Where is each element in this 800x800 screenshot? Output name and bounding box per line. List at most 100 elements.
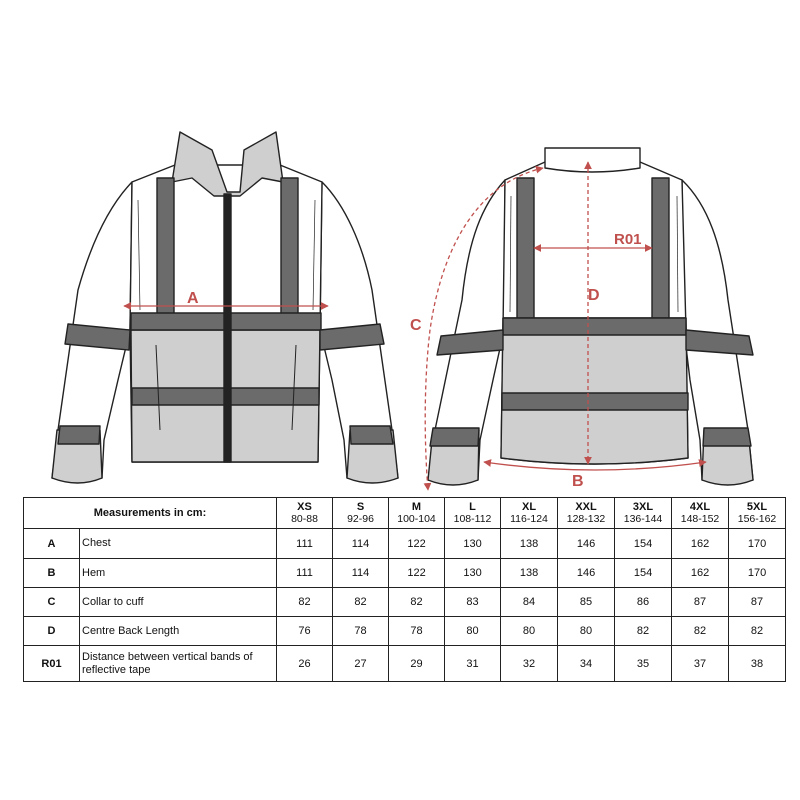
measurement-value: 32 — [500, 645, 559, 682]
measurement-description: Hem — [78, 558, 278, 588]
size-label: 5XL — [746, 501, 768, 513]
measurement-value: 80 — [500, 616, 559, 646]
measurement-code: A — [23, 528, 80, 559]
measurement-value: 76 — [276, 616, 334, 646]
front-right-sleeve-upper-tape — [319, 323, 385, 351]
back-collar — [544, 147, 641, 173]
measurement-value: 26 — [276, 645, 334, 682]
measurement-value: 162 — [671, 558, 730, 588]
measurement-value: 78 — [388, 616, 446, 646]
jacket-front — [51, 131, 399, 484]
measurement-value: 146 — [557, 558, 616, 588]
measurement-code: C — [23, 587, 80, 617]
size-range: 80-88 — [291, 513, 318, 525]
measurement-description: Distance between vertical bands of refle… — [78, 645, 278, 682]
measurement-value: 154 — [614, 558, 673, 588]
label-b: B — [572, 473, 584, 490]
measurement-value: 170 — [728, 558, 787, 588]
measurement-value: 82 — [388, 587, 446, 617]
measurement-value: 27 — [332, 645, 390, 682]
measurement-code: R01 — [23, 645, 80, 682]
back-right-sleeve-lower-tape — [702, 427, 752, 447]
label-d: D — [588, 287, 600, 304]
label-c: C — [410, 317, 422, 334]
front-left-brace-tape — [156, 177, 175, 316]
measurement-value: 170 — [728, 528, 787, 559]
back-left-brace-tape — [516, 177, 535, 319]
measurement-value: 138 — [500, 528, 559, 559]
label-r01: R01 — [614, 231, 642, 248]
jacket-back — [427, 147, 754, 486]
measurement-value: 154 — [614, 528, 673, 559]
front-right-brace-tape — [280, 177, 299, 316]
back-right-sleeve-upper-tape — [685, 329, 754, 356]
measurement-value: 122 — [388, 558, 446, 588]
measurement-value: 34 — [557, 645, 616, 682]
measurement-value: 146 — [557, 528, 616, 559]
measurement-value: 37 — [671, 645, 730, 682]
back-left-sleeve-lower-tape — [429, 427, 480, 447]
measurement-value: 82 — [671, 616, 730, 646]
measurement-value: 85 — [557, 587, 616, 617]
measurement-code: B — [23, 558, 80, 588]
measurement-value: 82 — [728, 616, 787, 646]
table-header-title: Measurements in cm: — [22, 497, 278, 529]
measurement-description: Collar to cuff — [78, 587, 278, 617]
back-waist-tape — [502, 317, 687, 336]
measurement-value: 78 — [332, 616, 390, 646]
measurement-value: 38 — [728, 645, 787, 682]
size-range: 148-152 — [680, 513, 720, 525]
size-range: 136-144 — [623, 513, 663, 525]
size-label: 4XL — [689, 501, 711, 513]
measurement-value: 82 — [276, 587, 334, 617]
measurement-description: Centre Back Length — [78, 616, 278, 646]
back-hem-tape — [501, 392, 689, 411]
size-range: 100-104 — [397, 513, 436, 525]
back-right-brace-tape — [651, 177, 670, 319]
measurement-value: 86 — [614, 587, 673, 617]
measurement-value: 162 — [671, 528, 730, 559]
measurement-value: 87 — [728, 587, 787, 617]
measurement-value: 82 — [332, 587, 390, 617]
jacket-diagram: A C D R01 B — [51, 131, 754, 491]
size-label: XXL — [575, 501, 597, 513]
front-right-sleeve-lower-tape — [349, 425, 394, 445]
size-label: S — [356, 501, 365, 513]
measurement-value: 31 — [444, 645, 502, 682]
measurement-value: 87 — [671, 587, 730, 617]
measurement-value: 83 — [444, 587, 502, 617]
back-left-sleeve-upper-tape — [436, 329, 504, 356]
front-left-sleeve-lower-tape — [57, 425, 101, 445]
measurement-value: 138 — [500, 558, 559, 588]
measurement-code: D — [23, 616, 80, 646]
label-a: A — [187, 290, 199, 307]
measurement-value: 82 — [614, 616, 673, 646]
size-range: 156-162 — [737, 513, 777, 525]
measurement-value: 84 — [500, 587, 559, 617]
size-label: M — [411, 501, 422, 513]
measurement-value: 111 — [276, 528, 334, 559]
measurement-value: 130 — [444, 528, 502, 559]
size-range: 116-124 — [510, 513, 548, 525]
measurement-value: 114 — [332, 558, 390, 588]
measurement-value: 122 — [388, 528, 446, 559]
size-range: 92-96 — [347, 513, 374, 525]
measurement-value: 114 — [332, 528, 390, 559]
front-zipper — [223, 193, 232, 463]
size-label: 3XL — [632, 501, 654, 513]
measurement-value: 130 — [444, 558, 502, 588]
measure-line-c — [423, 165, 544, 491]
size-range: 108-112 — [453, 513, 492, 525]
